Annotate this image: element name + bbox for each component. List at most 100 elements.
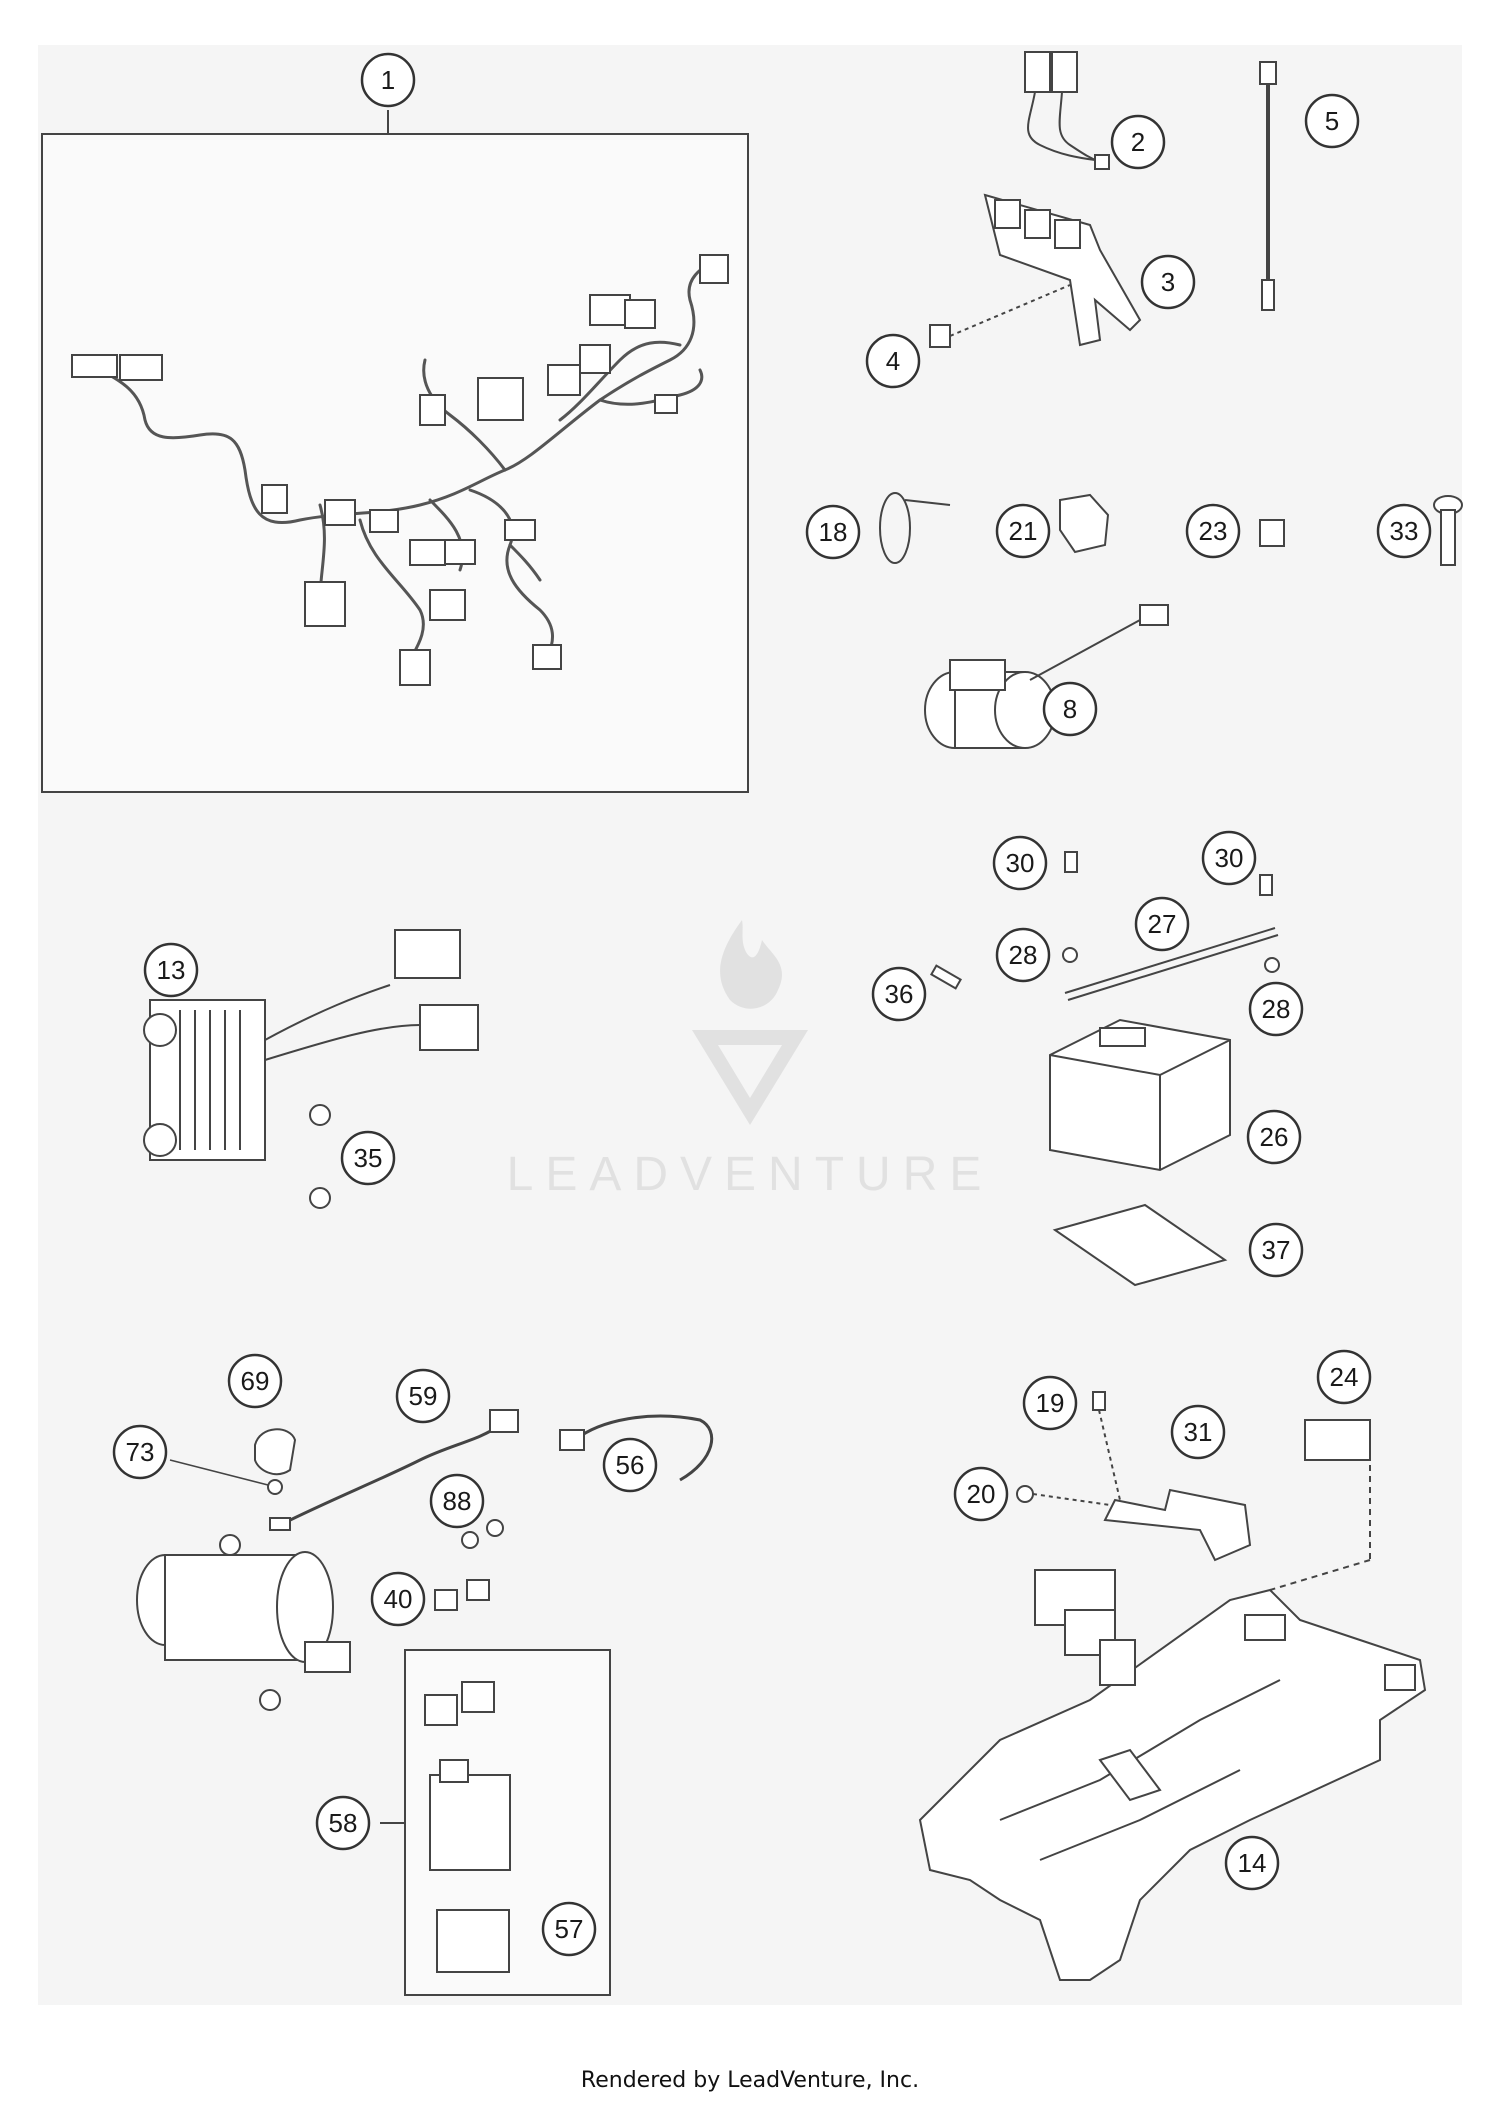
- callout-37: 37: [1248, 1222, 1304, 1278]
- callout-31: 31: [1170, 1404, 1226, 1460]
- callout-19: 19: [1022, 1375, 1078, 1431]
- svg-text:30: 30: [1006, 848, 1035, 878]
- callout-8: 8: [1042, 681, 1098, 737]
- part-28-washers: [1062, 947, 1280, 973]
- callout-4: 4: [865, 333, 921, 389]
- part-26-battery: [1049, 1018, 1231, 1172]
- svg-text:33: 33: [1390, 516, 1419, 546]
- callout-33: 33: [1376, 503, 1432, 559]
- footer-credit: Rendered by LeadVenture, Inc.: [580, 2068, 920, 2093]
- part-36-screw: [930, 964, 962, 990]
- starter-motor: [136, 1534, 351, 1711]
- callout-35: 35: [340, 1130, 396, 1186]
- part-35-screws: [309, 1104, 331, 1209]
- part-2-sensor-lead: [1024, 51, 1110, 170]
- callout-36: 36: [871, 966, 927, 1022]
- watermark: LEADVENTURE: [507, 920, 994, 1201]
- callout-58: 58: [315, 1795, 371, 1851]
- part-31-bracket: [1034, 1488, 1252, 1686]
- part-4-screw: [929, 284, 1071, 348]
- watermark-v-icon: [692, 1030, 808, 1125]
- svg-text:24: 24: [1330, 1362, 1359, 1392]
- part-14-airbox: [918, 1588, 1427, 1981]
- part-13-regulator: [143, 929, 479, 1161]
- svg-text:30: 30: [1215, 843, 1244, 873]
- callout-23: 23: [1185, 503, 1241, 559]
- harness-group-box: [41, 133, 749, 793]
- callout-13: 13: [143, 942, 199, 998]
- part-58-relay: [424, 1681, 511, 1871]
- svg-text:56: 56: [616, 1450, 645, 1480]
- svg-text:14: 14: [1238, 1848, 1267, 1878]
- part-57-cover: [436, 1909, 510, 1973]
- callout-88: 88: [429, 1473, 485, 1529]
- callout-30-right: 30: [1201, 830, 1257, 886]
- part-19-20-screws: [1016, 1391, 1121, 1506]
- svg-text:57: 57: [555, 1914, 584, 1944]
- svg-text:2: 2: [1131, 127, 1145, 157]
- watermark-text: LEADVENTURE: [507, 1148, 994, 1201]
- svg-text:59: 59: [409, 1381, 438, 1411]
- svg-text:3: 3: [1161, 267, 1175, 297]
- svg-text:18: 18: [819, 517, 848, 547]
- part-59-cable: [269, 1409, 519, 1531]
- part-18-cable-tie: [879, 492, 951, 564]
- part-24-relay: [1269, 1419, 1371, 1591]
- callout-59: 59: [395, 1368, 451, 1424]
- callout-27: 27: [1134, 896, 1190, 952]
- part-33-bolt: [1433, 495, 1463, 566]
- svg-text:27: 27: [1148, 909, 1177, 939]
- part-3-bracket: [983, 193, 1142, 347]
- svg-text:1: 1: [381, 65, 395, 95]
- svg-text:26: 26: [1260, 1122, 1289, 1152]
- callout-3: 3: [1140, 254, 1196, 310]
- callout-1: 1: [360, 52, 416, 108]
- callout-40: 40: [370, 1571, 426, 1627]
- callout-28-left: 28: [995, 927, 1051, 983]
- callout-73: 73: [112, 1424, 168, 1480]
- svg-text:35: 35: [354, 1143, 383, 1173]
- svg-text:5: 5: [1325, 106, 1339, 136]
- callout-14: 14: [1224, 1835, 1280, 1891]
- callout-2: 2: [1110, 114, 1166, 170]
- svg-text:19: 19: [1036, 1388, 1065, 1418]
- svg-text:13: 13: [157, 955, 186, 985]
- svg-text:37: 37: [1262, 1235, 1291, 1265]
- svg-text:69: 69: [241, 1366, 270, 1396]
- callout-24: 24: [1316, 1349, 1372, 1405]
- svg-text:31: 31: [1184, 1417, 1213, 1447]
- svg-text:23: 23: [1199, 516, 1228, 546]
- callout-30-left: 30: [992, 835, 1048, 891]
- svg-text:8: 8: [1063, 694, 1077, 724]
- harness-connectors: [71, 254, 729, 686]
- part-40-caps: [434, 1579, 490, 1611]
- svg-text:20: 20: [967, 1479, 996, 1509]
- svg-text:21: 21: [1009, 516, 1038, 546]
- callout-20: 20: [953, 1466, 1009, 1522]
- callout-69: 69: [227, 1353, 283, 1409]
- callout-56: 56: [602, 1437, 658, 1493]
- part-37-sheet: [1052, 1203, 1228, 1287]
- wiring-harness: [88, 260, 722, 662]
- callout-57: 57: [541, 1901, 597, 1957]
- svg-text:73: 73: [126, 1437, 155, 1467]
- callout-21: 21: [995, 503, 1051, 559]
- svg-text:40: 40: [384, 1584, 413, 1614]
- part-56-cable: [559, 1414, 714, 1482]
- part-5-rod: [1259, 61, 1277, 311]
- callout-26: 26: [1246, 1109, 1302, 1165]
- svg-text:4: 4: [886, 346, 900, 376]
- callout-5: 5: [1304, 93, 1360, 149]
- part-69-cap: [254, 1428, 297, 1476]
- svg-text:88: 88: [443, 1486, 472, 1516]
- svg-text:36: 36: [885, 979, 914, 1009]
- part-21-cap: [1059, 493, 1110, 554]
- watermark-flame-icon: [720, 920, 782, 1009]
- svg-text:58: 58: [329, 1808, 358, 1838]
- svg-text:28: 28: [1009, 940, 1038, 970]
- part-30-bolts: [1064, 851, 1273, 896]
- part-73-nut: [169, 1459, 283, 1495]
- callout-18: 18: [805, 504, 861, 560]
- svg-text:28: 28: [1262, 994, 1291, 1024]
